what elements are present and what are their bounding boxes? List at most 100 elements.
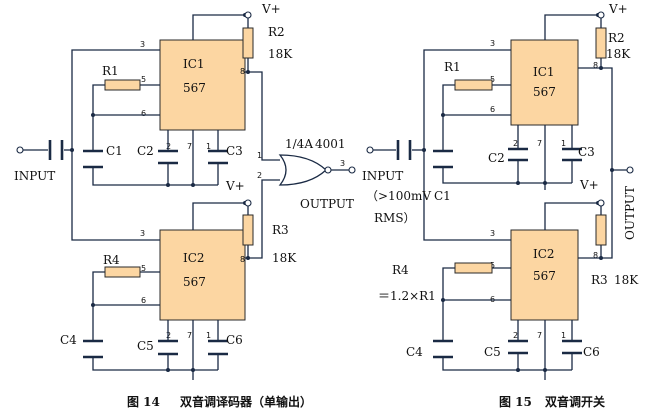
- fig14-gate-part: 4001: [315, 137, 346, 151]
- fig15-r2-label: R2: [608, 31, 625, 45]
- fig14-input-terminal: [16, 146, 24, 154]
- fig15-r4-relation: ＝1.2×R1: [378, 289, 436, 303]
- fig14-ic2-name: IC2: [183, 251, 205, 265]
- fig14-gate-pin3: 3: [340, 159, 345, 168]
- fig14-ic2-pin7: 7: [187, 331, 192, 340]
- fig14-c5-label: C5: [137, 339, 154, 353]
- fig15-vplus-mid-terminal: [597, 199, 605, 207]
- fig14-r1: [104, 79, 141, 91]
- fig15-ic2-pin3: 3: [490, 229, 495, 238]
- fig15-c4-label: C4: [406, 345, 423, 359]
- fig14-vplus-mid-terminal: [244, 199, 252, 207]
- fig15-r4: [454, 262, 493, 274]
- fig14-ic2-part: 567: [183, 275, 206, 289]
- fig14-c6-label: C6: [226, 333, 243, 347]
- fig15-ic1-body: [510, 39, 579, 126]
- fig14-r2-label: R2: [268, 25, 285, 39]
- fig15-vplus-top-label: V+: [608, 2, 628, 16]
- fig14-gate-pin1: 1: [257, 151, 262, 160]
- fig14-gate-label: 1/4A: [285, 137, 313, 151]
- fig15-r1-label: R1: [444, 60, 461, 74]
- fig14-vplus-mid-label: V+: [225, 179, 245, 193]
- fig15-ic2-pin8: 8: [593, 251, 598, 260]
- fig15-ic2-body: [510, 229, 579, 321]
- fig14-output-terminal: [348, 166, 356, 174]
- fig14-r4-label: R4: [103, 253, 120, 267]
- fig15-r3-value: 18K: [614, 273, 639, 287]
- fig15-r3: [595, 214, 607, 246]
- fig15-input-terminal: [366, 146, 374, 154]
- fig14-nor-gate: [278, 154, 327, 186]
- fig14-ic2-body: [159, 229, 246, 321]
- fig15-r4-label: R4: [392, 263, 409, 277]
- fig14-output-label: OUTPUT: [300, 197, 354, 211]
- fig15-ic1-part: 567: [533, 85, 556, 99]
- fig14-r3-label: R3: [272, 223, 289, 237]
- fig15-ic1-pin1: 1: [561, 139, 566, 148]
- fig14-r2-value: 18K: [268, 47, 293, 61]
- fig14-ic2-pin5: 5: [141, 264, 146, 273]
- fig14-ic1-pin8: 8: [240, 67, 245, 76]
- fig14-c4-label: C4: [60, 333, 77, 347]
- fig14-ic1-pin6: 6: [141, 109, 146, 118]
- fig15-vplus-top-terminal: [597, 11, 605, 19]
- fig14-ic1-pin5: 5: [141, 75, 146, 84]
- fig14-ic1-name: IC1: [183, 57, 205, 71]
- figure-14: IC1 567 3 5 6 8 2 7 1 IC2 567 3 5 6 8 2 …: [14, 2, 356, 409]
- fig15-output-terminal: [626, 166, 634, 174]
- fig15-input-cond: （>100mV: [366, 189, 431, 203]
- fig15-c3-label: C3: [578, 145, 595, 159]
- fig14-ic2-pin1: 1: [206, 331, 211, 340]
- fig15-input-rms: RMS）: [374, 211, 416, 225]
- fig15-r3-label: R3: [591, 273, 608, 287]
- figure-15: IC1 567 3 5 6 8 2 7 1 IC2 567 3 5 6 8 2 …: [362, 2, 639, 409]
- fig14-c3-label: C3: [226, 144, 243, 158]
- fig15-ic2-pin1: 1: [561, 331, 566, 340]
- fig14-ic2-pin8: 8: [240, 255, 245, 264]
- fig15-c2-label: C2: [488, 151, 505, 165]
- fig14-ic1-pin7: 7: [187, 142, 192, 151]
- fig15-ic2-name: IC2: [533, 247, 555, 261]
- fig14-c1-label: C1: [106, 144, 123, 158]
- fig14-r4: [104, 266, 141, 278]
- fig15-ic1-pin5: 5: [490, 75, 495, 84]
- fig15-output-label: OUTPUT: [623, 186, 637, 240]
- fig15-c5-label: C5: [484, 345, 501, 359]
- fig14-ic1-pin1: 1: [206, 142, 211, 151]
- fig14-gate-pin2: 2: [257, 171, 262, 180]
- fig15-ic1-name: IC1: [533, 65, 555, 79]
- fig14-caption-text: 双音调译码器（单输出）: [180, 394, 312, 409]
- fig14-ic1-body: [159, 39, 246, 131]
- fig15-input-label: INPUT: [362, 169, 403, 183]
- fig14-r2: [242, 27, 254, 59]
- fig15-ic1-pin2: 2: [513, 139, 518, 148]
- fig15-ic2-pin7: 7: [537, 331, 542, 340]
- fig14-r1-label: R1: [102, 64, 119, 78]
- fig15-ic1-pin7: 7: [537, 139, 542, 148]
- fig15-vplus-mid-label: V+: [579, 178, 599, 192]
- fig15-r2-value: 18K: [606, 47, 631, 61]
- fig15-ic2-part: 567: [533, 269, 556, 283]
- fig15-ic2-pin2: 2: [513, 331, 518, 340]
- fig15-ic1-pin8: 8: [593, 61, 598, 70]
- fig15-caption-text: 双音调开关: [545, 394, 605, 409]
- fig15-r1: [454, 79, 493, 91]
- fig14-ic1-part: 567: [183, 81, 206, 95]
- fig14-c2-label: C2: [137, 144, 154, 158]
- fig15-ic1-pin3: 3: [490, 39, 495, 48]
- fig14-caption-number: 图 14: [127, 395, 160, 409]
- fig15-c6-label: C6: [583, 345, 600, 359]
- fig14-r3: [242, 214, 254, 246]
- fig14-vplus-top-label: V+: [261, 2, 281, 16]
- fig14-ic2-pin3: 3: [140, 229, 145, 238]
- fig14-r3-value: 18K: [272, 251, 297, 265]
- fig15-caption-number: 图 15: [499, 395, 532, 409]
- fig15-ic1-pin6: 6: [490, 105, 495, 114]
- fig14-vplus-top-terminal: [244, 11, 252, 19]
- fig15-ic2-pin5: 5: [490, 261, 495, 270]
- fig15-r2: [595, 27, 607, 59]
- fig15-wires: [370, 14, 630, 380]
- fig14-ic2-pin6: 6: [141, 296, 146, 305]
- fig14-input-label: INPUT: [14, 169, 55, 183]
